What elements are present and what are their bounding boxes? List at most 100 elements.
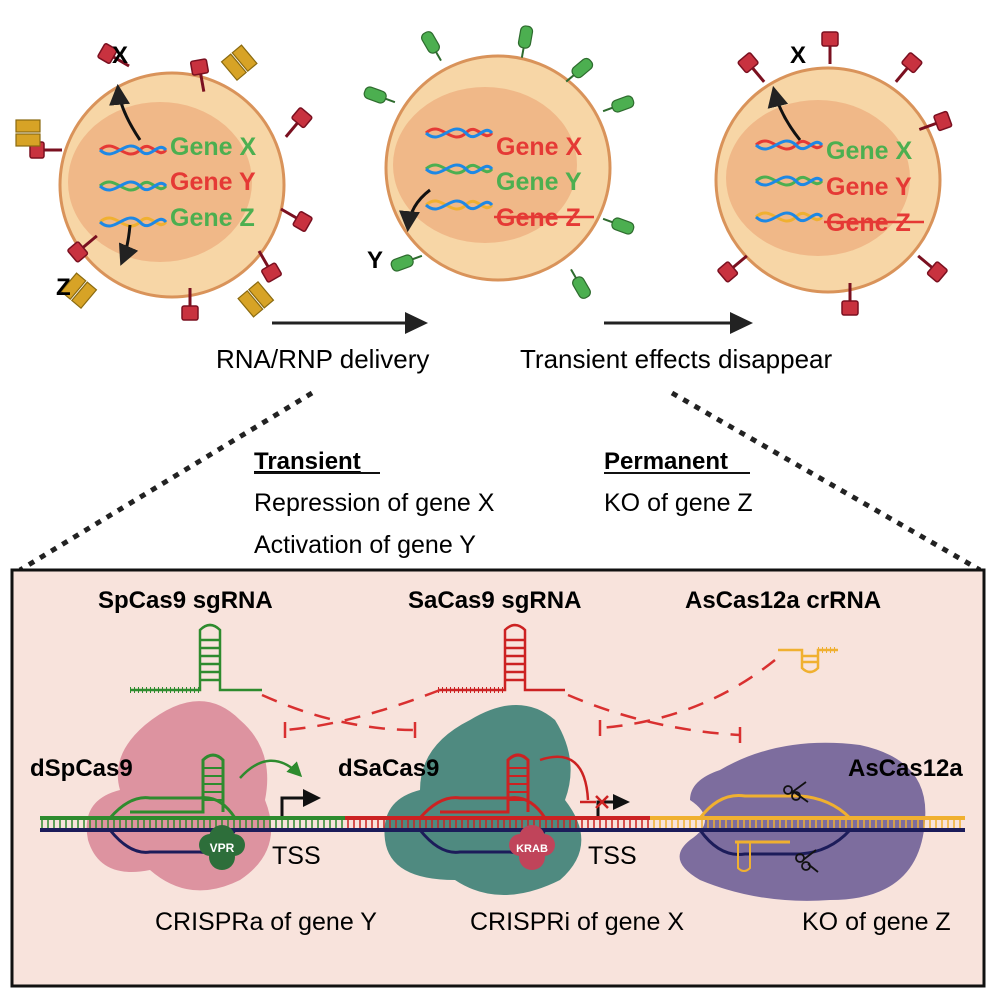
channel-protein-icon bbox=[15, 119, 41, 147]
expression-arrow bbox=[109, 83, 142, 141]
crispra-label: CRISPRa of gene Y bbox=[155, 908, 377, 936]
receptor-icon bbox=[257, 250, 282, 283]
zoom-line-left bbox=[18, 390, 314, 573]
tss-label-1: TSS bbox=[272, 842, 321, 870]
transient-item-2: Activation of gene Y bbox=[254, 531, 476, 559]
permanent-effects: Permanent KO of gene Z bbox=[604, 448, 753, 517]
ascas12a-blob bbox=[679, 742, 926, 901]
receptor-icon bbox=[284, 107, 313, 138]
cell-2-gene-x: Gene X bbox=[496, 133, 582, 161]
as-rloop bbox=[698, 793, 852, 872]
scissors-icon-2 bbox=[795, 849, 819, 873]
cell-2-gene-list: Gene X Gene Y Gene Z bbox=[494, 133, 594, 232]
receptor-icon bbox=[737, 52, 766, 83]
crispri-label: CRISPRi of gene X bbox=[470, 908, 684, 936]
repression-arrow bbox=[539, 755, 590, 801]
cell-3-gene-y: Gene Y bbox=[826, 173, 912, 201]
disappear-label: Transient effects disappear bbox=[520, 344, 833, 374]
receptor-icon bbox=[280, 207, 313, 232]
tss-arrow-1 bbox=[280, 789, 321, 816]
green-receptor-icon bbox=[570, 268, 591, 299]
ascas12a-label: AsCas12a bbox=[848, 755, 963, 782]
as-crrna-free bbox=[778, 647, 838, 674]
guide-connectors bbox=[261, 659, 776, 737]
cell-3-gene-x: Gene X bbox=[826, 137, 912, 165]
sp-sgrna-free bbox=[130, 623, 262, 693]
dna-helix-icon bbox=[98, 180, 168, 192]
receptor-icon bbox=[181, 288, 199, 321]
receptor-icon bbox=[918, 110, 953, 132]
sp-guide-label: SpCas9 sgRNA bbox=[98, 587, 273, 614]
permanent-item-1: KO of gene Z bbox=[604, 489, 753, 517]
cell-1 bbox=[29, 43, 313, 321]
marker-x-cell1: X bbox=[112, 42, 128, 69]
green-receptor-icon bbox=[390, 254, 423, 272]
channel-protein-icon bbox=[60, 272, 98, 310]
green-receptor-icon bbox=[565, 57, 594, 83]
green-receptor-icon bbox=[421, 31, 442, 62]
vpr-effector: VPR bbox=[199, 825, 245, 870]
delivery-label: RNA/RNP delivery bbox=[216, 344, 429, 374]
cell-1-gene-z: Gene Z bbox=[170, 204, 255, 232]
activation-arrow bbox=[239, 759, 303, 779]
receptor-icon bbox=[841, 283, 859, 316]
dsacas9-label: dSaCas9 bbox=[338, 755, 439, 782]
sa-guide-label: SaCas9 sgRNA bbox=[408, 587, 581, 614]
cell-1-gene-x: Gene X bbox=[170, 133, 256, 161]
cells-layer bbox=[15, 25, 953, 321]
marker-y-cell2: Y bbox=[367, 247, 383, 274]
transient-heading: Transient bbox=[254, 448, 361, 475]
cell-1-gene-list: Gene X Gene Y Gene Z bbox=[170, 133, 256, 232]
connector-caps bbox=[283, 720, 742, 743]
receptor-icon bbox=[894, 52, 923, 83]
channel-protein-icon bbox=[237, 280, 275, 318]
green-receptor-icon bbox=[602, 217, 635, 235]
scissors-icon bbox=[783, 781, 809, 803]
krab-effector: KRAB bbox=[509, 825, 555, 870]
dna-helix-icon bbox=[754, 139, 824, 151]
marker-z-cell1: Z bbox=[56, 274, 71, 301]
dna-helix-icon bbox=[424, 127, 494, 139]
transient-item-1: Repression of gene X bbox=[254, 489, 495, 517]
ko-label: KO of gene Z bbox=[802, 908, 951, 936]
expression-arrow bbox=[767, 85, 802, 141]
cell-1-gene-y: Gene Y bbox=[170, 168, 256, 196]
green-receptor-icon bbox=[517, 25, 534, 58]
dna-helix-icon bbox=[754, 211, 824, 223]
dna-helix-icon bbox=[98, 216, 168, 228]
marker-x-cell3: X bbox=[790, 42, 806, 69]
dna-helix-icon bbox=[424, 163, 494, 175]
transient-effects: Transient Repression of gene X Activatio… bbox=[254, 448, 495, 559]
receptor-icon bbox=[717, 254, 748, 283]
sa-sgrna-free bbox=[438, 623, 565, 693]
blocked-x-icon bbox=[595, 795, 609, 809]
cell-2 bbox=[384, 54, 612, 282]
cell-2-gene-y: Gene Y bbox=[496, 168, 582, 196]
dna-rungs bbox=[41, 820, 961, 828]
permanent-heading: Permanent bbox=[604, 448, 728, 475]
tss-arrow-2 bbox=[595, 794, 630, 816]
expression-arrow bbox=[118, 224, 139, 266]
disappear-arrow bbox=[604, 312, 753, 334]
zoom-line-right bbox=[670, 390, 982, 573]
receptor-icon bbox=[821, 31, 839, 64]
receptor-icon bbox=[67, 234, 98, 263]
delivery-arrow bbox=[272, 312, 428, 334]
receptor-icon bbox=[917, 254, 948, 283]
as-guide-label: AsCas12a crRNA bbox=[685, 587, 881, 614]
dna-helix-icon bbox=[754, 175, 824, 187]
vpr-label: VPR bbox=[210, 841, 235, 855]
green-receptor-icon bbox=[602, 95, 635, 113]
tss-label-2: TSS bbox=[588, 842, 637, 870]
dna-helix-icon bbox=[98, 144, 168, 156]
receptor-icon bbox=[189, 58, 210, 92]
channel-protein-icon bbox=[220, 44, 258, 82]
dna-helix-icon bbox=[424, 199, 494, 211]
receptor-icon bbox=[97, 43, 130, 68]
cell-3-gene-list: Gene X Gene Y Gene Z bbox=[824, 137, 924, 237]
green-receptor-icon bbox=[363, 86, 396, 104]
expression-arrow bbox=[399, 188, 431, 233]
krab-label: KRAB bbox=[516, 843, 548, 855]
cell-3 bbox=[714, 31, 953, 316]
